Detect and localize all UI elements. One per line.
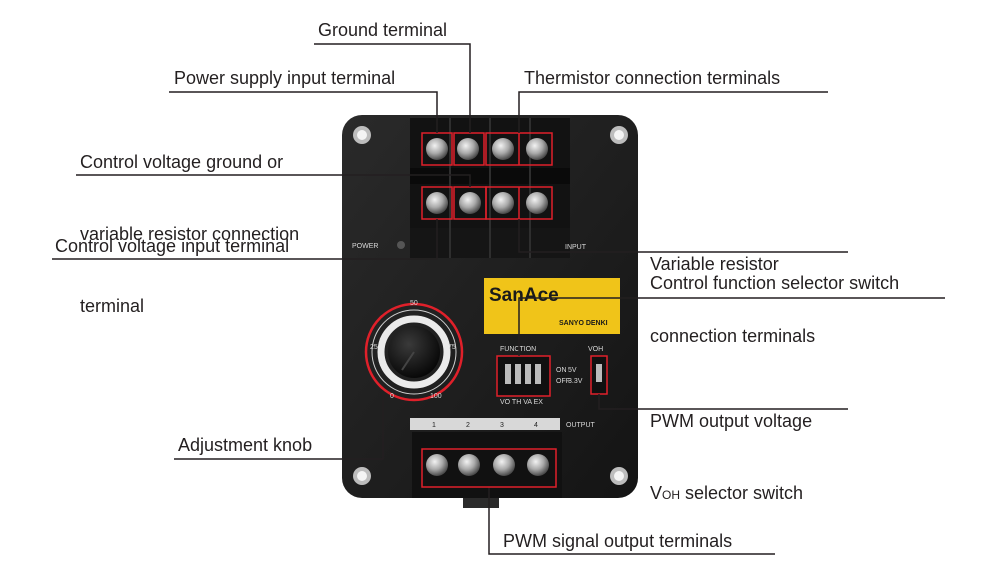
input-bottom-screws	[426, 192, 548, 214]
voh-text: VOH	[588, 346, 603, 353]
label-control-voltage-ground-line2: variable resistor connection	[80, 224, 300, 244]
label-control-voltage-input: Control voltage input terminal	[55, 236, 290, 256]
brand-text: SanAce	[489, 285, 559, 306]
label-control-voltage-ground-line1: Control voltage ground or	[80, 152, 284, 172]
label-ground-terminal: Ground terminal	[318, 20, 448, 40]
mounting-holes	[353, 126, 628, 485]
label-variable-resistor-line1: Variable resistor	[650, 254, 779, 274]
svg-text:5V: 5V	[568, 367, 577, 374]
svg-text:ON: ON	[556, 367, 567, 374]
output-terminal-callout	[421, 448, 557, 488]
label-control-voltage-ground-line3: terminal	[80, 296, 145, 316]
svg-text:OFF: OFF	[556, 378, 570, 385]
label-control-voltage-ground: Control voltage ground or variable resis…	[80, 102, 299, 342]
power-led	[397, 241, 405, 249]
label-thermistor: Thermistor connection terminals	[524, 68, 781, 88]
svg-text:25: 25	[370, 344, 378, 351]
function-switch: FUNCTION ON OFF 5V 3.3V VO TH VA EX	[496, 346, 583, 406]
svg-text:2: 2	[466, 422, 470, 429]
svg-text:75: 75	[448, 344, 456, 351]
svg-text:3: 3	[500, 422, 504, 429]
svg-text:0: 0	[390, 393, 394, 400]
label-pwm-output-voltage-line2: VOH selector switch	[650, 483, 804, 503]
maker-text: SANYO DENKI	[559, 320, 608, 327]
svg-text:50: 50	[410, 300, 418, 307]
leader-lines	[52, 43, 945, 555]
label-variable-resistor-line2: connection terminals	[650, 326, 816, 346]
label-adjustment-knob: Adjustment knob	[178, 435, 313, 455]
svg-text:100: 100	[430, 393, 442, 400]
label-pwm-signal-output: PWM signal output terminals	[503, 531, 733, 551]
svg-text:4: 4	[534, 422, 538, 429]
label-pwm-output-voltage-line1: PWM output voltage	[650, 411, 813, 431]
output-text: OUTPUT	[566, 422, 596, 429]
svg-text:3.3V: 3.3V	[568, 378, 583, 385]
label-pwm-output-voltage: PWM output voltage VOH selector switch	[650, 361, 812, 531]
svg-text:1: 1	[432, 422, 436, 429]
label-variable-resistor: Variable resistor connection terminals	[650, 204, 815, 372]
input-top-screws	[426, 138, 548, 160]
label-power-supply-input: Power supply input terminal	[174, 68, 396, 88]
adjustment-dial: 50 25 75 0 100	[364, 300, 464, 402]
power-text: POWER	[352, 243, 378, 250]
switch-bottom-labels: VO TH VA EX	[500, 399, 543, 406]
brand-plate: SanAce SANYO DENKI	[484, 278, 620, 334]
function-text: FUNCTION	[500, 346, 536, 353]
input-text: INPUT	[565, 244, 587, 251]
label-control-function-selector: Control function selector switch	[650, 273, 900, 293]
